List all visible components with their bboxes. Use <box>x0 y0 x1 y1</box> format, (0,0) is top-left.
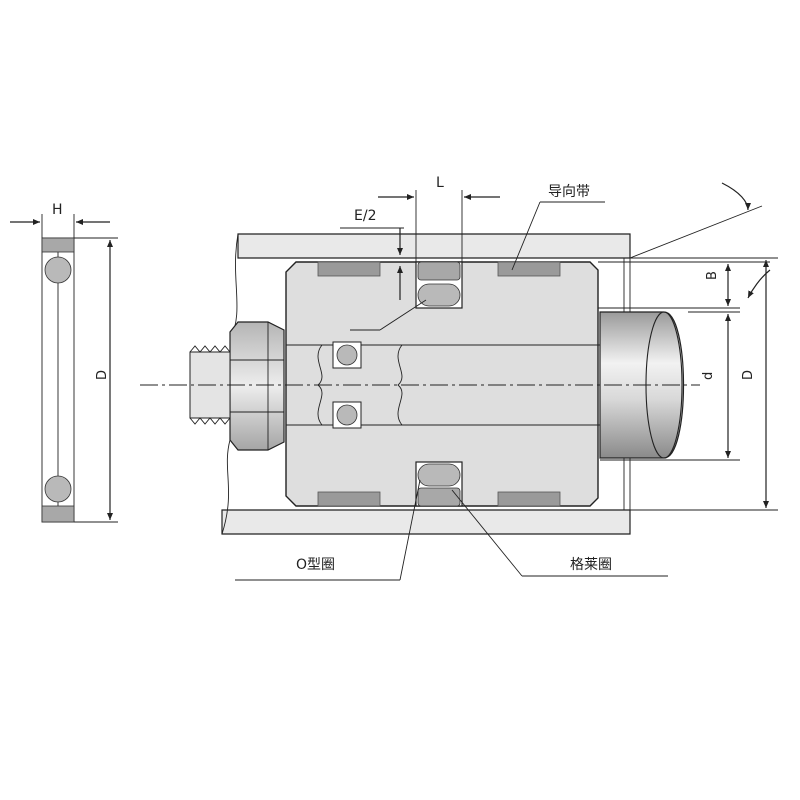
barrel-bottom <box>221 509 631 535</box>
oring-inner-leader-2 <box>379 299 427 331</box>
barrel-break-bottom <box>221 439 231 535</box>
bore-break-right <box>397 344 403 426</box>
dim-L: L <box>378 175 500 262</box>
section-line <box>629 205 763 259</box>
rod-nut <box>189 321 285 451</box>
piston <box>285 261 601 507</box>
ring-seal-top <box>41 237 75 253</box>
dim-d: d <box>600 311 740 461</box>
inner-oring-bottom <box>336 404 358 426</box>
section-arrow <box>721 182 751 211</box>
inner-oring-top <box>336 344 358 366</box>
label-B: B <box>705 271 720 280</box>
callout-glyd-ring: 格莱圈 <box>451 489 668 577</box>
guide-band-bottom-right <box>497 491 561 507</box>
label-E2: E/2 <box>354 208 376 224</box>
guide-band-bottom-left <box>317 491 381 507</box>
ring-seal-bottom <box>41 505 75 523</box>
glyd-leader <box>451 489 523 577</box>
label-guide-band: 导向带 <box>548 184 590 200</box>
label-d: d <box>701 372 716 380</box>
piston-body <box>285 261 599 507</box>
guide-leader <box>511 201 541 271</box>
dim-B: B <box>598 261 770 309</box>
dim-D-right: D <box>630 257 778 511</box>
callout-oring: O型圈 <box>235 299 427 581</box>
barrel-top <box>237 233 631 259</box>
label-glyd-ring: 格莱圈 <box>570 557 612 573</box>
ring-oring-bottom <box>44 475 72 503</box>
label-o-ring: O型圈 <box>296 557 335 573</box>
label-L: L <box>436 175 444 191</box>
ring-oring-top <box>44 256 72 284</box>
rotation-arrow <box>747 269 771 299</box>
guide-band-top-left <box>317 261 381 277</box>
section-marker <box>629 182 771 299</box>
ring-side-view: H D <box>10 202 118 523</box>
label-H: H <box>52 202 63 218</box>
oring-bottom <box>417 463 461 487</box>
oring-leader <box>399 479 421 581</box>
glyd-ring-top <box>417 261 461 281</box>
guide-band-top-right <box>497 261 561 277</box>
label-D-right: D <box>741 370 756 380</box>
oring-top <box>417 283 461 307</box>
callout-guide-band: 导向带 <box>511 184 605 271</box>
label-D-left: D <box>95 370 110 380</box>
glyd-ring-bottom <box>417 487 461 507</box>
thread-teeth <box>189 345 231 425</box>
dim-E2: E/2 <box>340 208 404 300</box>
nut-body <box>229 321 285 451</box>
